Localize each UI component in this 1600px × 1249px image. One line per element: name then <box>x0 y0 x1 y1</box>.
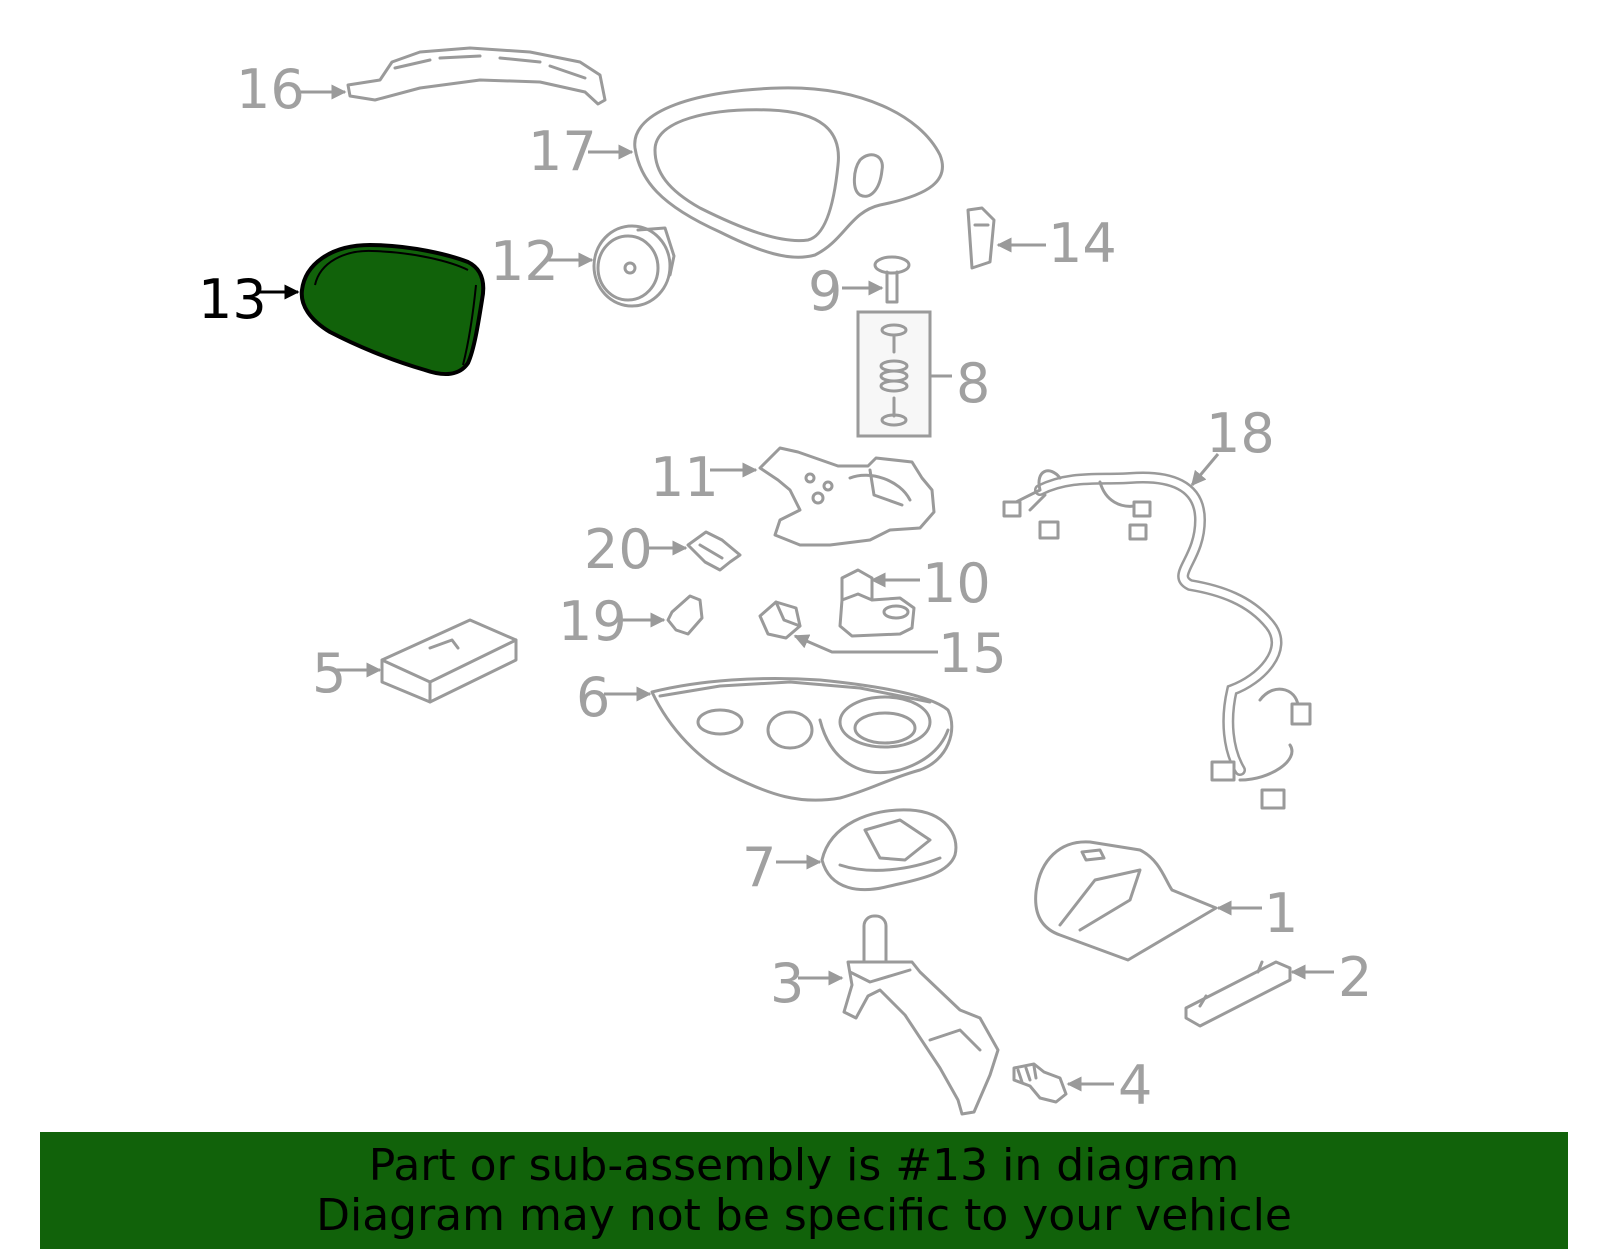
callout-14: 14 <box>1048 212 1117 275</box>
info-banner: Part or sub-assembly is #13 in diagram D… <box>40 1132 1568 1249</box>
callout-3: 3 <box>770 952 804 1015</box>
callout-19: 19 <box>558 590 627 653</box>
callout-7: 7 <box>742 836 776 899</box>
banner-line-1: Part or sub-assembly is #13 in diagram <box>368 1139 1240 1191</box>
part-13-mirror-glass[interactable] <box>299 243 486 377</box>
part-20-bracket[interactable] <box>686 530 742 572</box>
part-7-lower-cover[interactable] <box>820 808 958 892</box>
callout-10: 10 <box>922 552 991 615</box>
part-19-clip[interactable] <box>666 594 704 636</box>
part-10-motor-unit[interactable] <box>838 568 916 638</box>
callout-2: 2 <box>1338 946 1372 1009</box>
callout-8: 8 <box>956 352 990 415</box>
part-8-spring-kit[interactable] <box>856 310 932 438</box>
part-14-clip[interactable] <box>966 206 996 270</box>
arrow-18 <box>1190 453 1220 487</box>
part-16-trim-strip[interactable] <box>346 46 607 106</box>
part-11-actuator-base[interactable] <box>758 446 936 547</box>
callout-17: 17 <box>528 120 597 183</box>
part-6-mirror-housing[interactable] <box>650 677 954 802</box>
part-9-pin[interactable] <box>873 255 911 304</box>
part-4-bolt[interactable] <box>1012 1062 1068 1104</box>
part-15-cap[interactable] <box>758 600 802 640</box>
part-18-wiring-harness[interactable] <box>1002 469 1312 810</box>
part-5-control-module[interactable] <box>380 618 518 704</box>
callout-6: 6 <box>576 666 610 729</box>
callout-13: 13 <box>198 268 267 331</box>
part-3-mounting-arm[interactable] <box>842 914 1000 1116</box>
arrow-15 <box>793 634 938 654</box>
callout-5: 5 <box>312 642 346 705</box>
banner-line-2: Diagram may not be specific to your vehi… <box>316 1189 1292 1241</box>
callout-16: 16 <box>236 58 305 121</box>
callout-15: 15 <box>938 622 1007 685</box>
callout-1: 1 <box>1264 882 1298 945</box>
callout-9: 9 <box>808 260 842 323</box>
callout-18: 18 <box>1206 402 1275 465</box>
part-2-trim-strip[interactable] <box>1184 960 1292 1028</box>
callout-11: 11 <box>650 446 719 509</box>
part-1-turn-signal[interactable] <box>1034 840 1218 962</box>
callout-12: 12 <box>490 230 559 293</box>
callout-20: 20 <box>584 518 653 581</box>
callout-4: 4 <box>1118 1054 1152 1117</box>
part-17-mirror-cover[interactable] <box>633 86 944 259</box>
part-12-actuator-disc[interactable] <box>592 224 676 308</box>
